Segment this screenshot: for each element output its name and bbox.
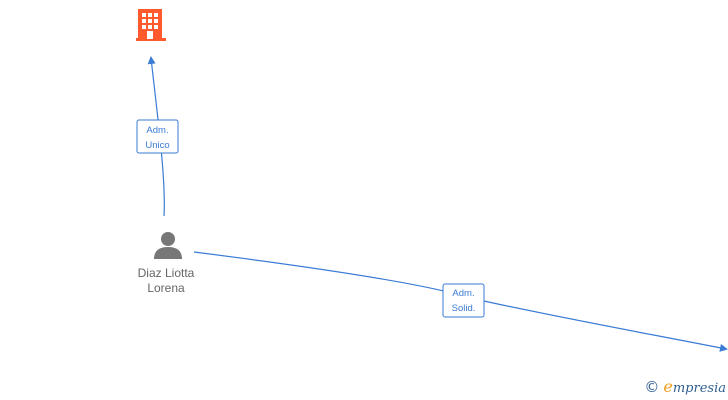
brand-logo-first: e [663,377,673,396]
svg-text:Solid.: Solid. [452,303,476,314]
copyright-icon: © [644,377,660,396]
person-icon[interactable] [154,232,182,259]
empresia-watermark: © empresia [644,377,726,396]
person-name-line2: Lorena [147,281,185,295]
svg-text:Unico: Unico [145,140,169,151]
brand-logo-rest: mpresia [672,381,726,396]
building-icon[interactable] [136,9,166,41]
edge-adm-unico-label[interactable]: Adm. Unico [136,119,179,154]
person-name-line1: Diaz Liotta [137,266,195,280]
edge-adm-solid-label[interactable]: Adm. Solid. [442,283,485,318]
person-name-label[interactable]: Diaz Liotta Lorena [120,266,212,296]
svg-text:Adm.: Adm. [452,288,474,299]
svg-text:Adm.: Adm. [146,125,168,136]
brand-logo: empresia [663,377,726,396]
